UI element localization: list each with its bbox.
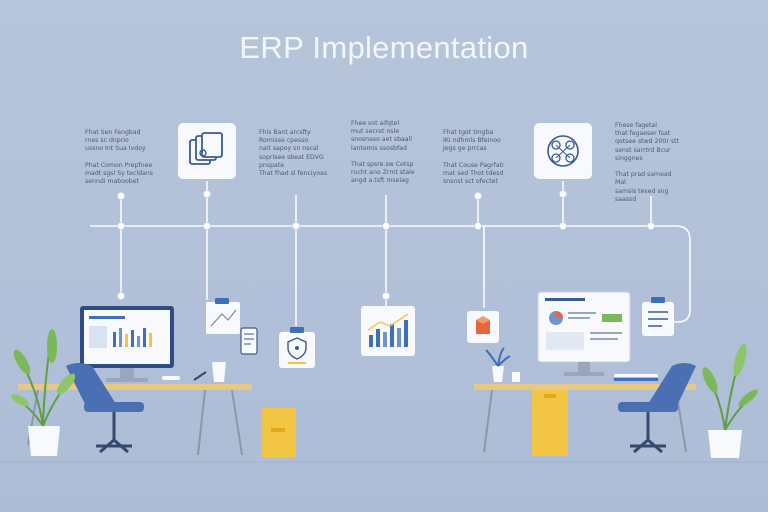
bar-chart-icon: [361, 306, 415, 356]
monitor-icon: [80, 306, 174, 382]
shield-icon: [279, 327, 315, 368]
text-block-2: Fhis Bant arcsfty Romisse cpesso nait sa…: [259, 129, 328, 178]
tablet-icon: [206, 298, 258, 355]
page-title: ERP Implementation: [239, 30, 529, 65]
document-icon: [178, 123, 236, 179]
report-icon: [537, 291, 631, 376]
timeline-connectors: [90, 181, 691, 326]
right-workstation: [474, 291, 758, 458]
text-block-5: Fhese fagetal that fegaeser fsat qotsee …: [615, 122, 679, 203]
connector-nodes: [117, 189, 656, 300]
box-icon: [467, 311, 499, 343]
text-block-1: Fhat Sen Fangbad rnes sc dnprio ussno In…: [85, 129, 153, 186]
left-workstation: [11, 306, 296, 458]
plant-left: [11, 329, 76, 456]
network-icon: [534, 123, 592, 179]
chair: [66, 363, 144, 454]
text-block-3: Fhee sot aifqtel mut secret nsle snosnse…: [351, 120, 415, 185]
text-block-4: Fhat tgot tmgba IKI ndhmls Bfeinoo Jegs …: [443, 129, 504, 186]
plant-right: [702, 343, 758, 458]
checklist-icon: [642, 297, 674, 336]
chair-right: [618, 363, 696, 454]
